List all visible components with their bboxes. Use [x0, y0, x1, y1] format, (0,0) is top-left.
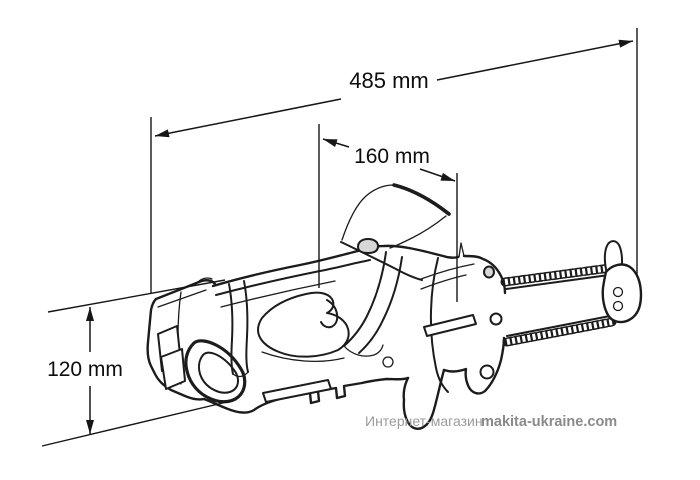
body-top-handle	[211, 241, 507, 308]
trigger	[320, 299, 339, 329]
rear-handle-post	[228, 280, 249, 378]
arrowhead-up	[86, 307, 94, 321]
tip-hole-upper	[612, 286, 624, 298]
hand-opening	[257, 291, 350, 363]
cover-bolt-lower	[479, 364, 495, 380]
guide-line-top	[47, 279, 226, 313]
tip-hole-lower	[612, 300, 624, 312]
arrowhead-right	[618, 39, 633, 48]
overall-length-label: 485 mm	[349, 68, 428, 93]
motor-housing	[382, 257, 503, 393]
watermark: Интернет-магазин makita-ukraine.com	[365, 413, 617, 430]
oil-cap	[357, 238, 379, 254]
bar-tip-guard	[601, 240, 643, 324]
arrowhead-right	[440, 172, 455, 181]
guide-line-bottom	[41, 400, 232, 447]
dimension-height: 120 mm	[41, 279, 232, 447]
cap-screw	[483, 265, 495, 279]
cover-bolt-upper	[489, 312, 503, 326]
chain	[500, 263, 617, 347]
chain-catcher-bolt	[382, 356, 394, 368]
bar-length-label: 160 mm	[354, 145, 430, 168]
front-handle-post	[343, 251, 403, 357]
front-hand-guard	[341, 183, 451, 249]
watermark-store-label: Интернет-магазин	[365, 413, 483, 429]
rear-grip-loop	[184, 339, 247, 404]
housing-label	[423, 314, 477, 337]
guide-bar	[505, 274, 611, 337]
battery-latch	[197, 277, 213, 283]
base-recess	[262, 379, 332, 403]
watermark-site-label: makita-ukraine.com	[481, 414, 617, 430]
arrowhead-left	[323, 139, 338, 147]
battery-pack	[146, 277, 217, 401]
body-base	[202, 336, 506, 430]
dimension-overall-length: 485 mm	[150, 28, 638, 293]
height-label: 120 mm	[47, 358, 123, 381]
arrowhead-down	[86, 420, 94, 434]
dimension-bar-length: 160 mm	[318, 124, 458, 302]
battery-window-lower	[160, 348, 186, 390]
chainsaw-illustration	[146, 183, 643, 430]
arrowhead-left	[155, 129, 170, 138]
